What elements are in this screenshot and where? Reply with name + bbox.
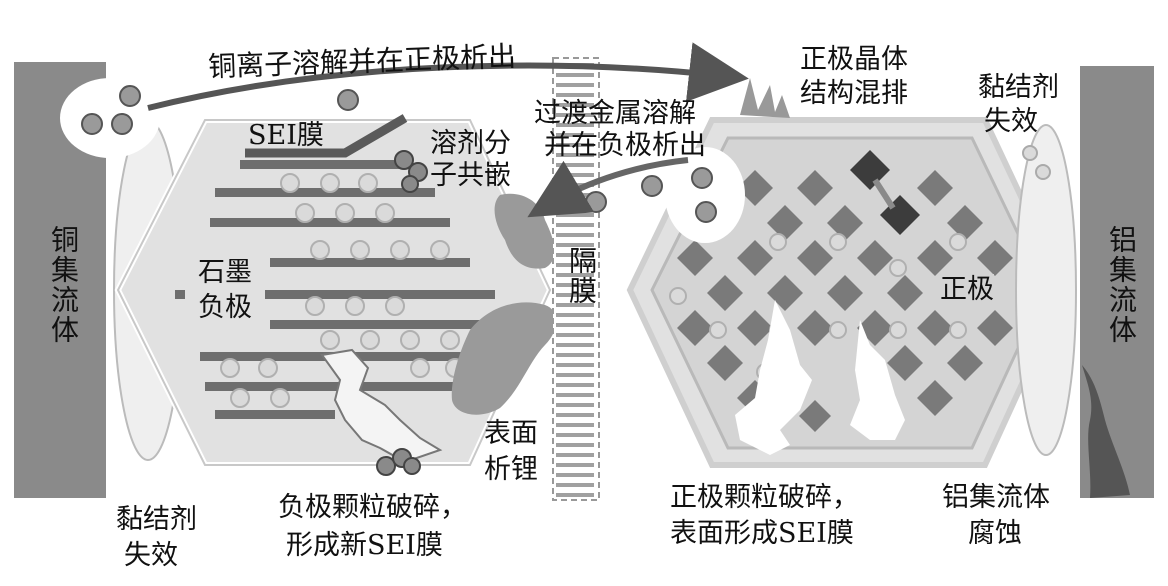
li-plating-label-2: 析锂 <box>484 454 538 486</box>
anode-crack-label-1: 负极颗粒破碎， <box>278 492 467 524</box>
tm-label-1: 过渡金属溶解 <box>534 98 696 130</box>
anode-crack-label-2: 形成新SEI膜 <box>286 530 443 562</box>
graphite-label-1: 石墨 <box>198 257 252 289</box>
separator-label: 隔膜 <box>561 246 601 306</box>
binder-left-label-2: 失效 <box>124 540 178 572</box>
tm-label-2: 并在负极析出 <box>544 130 706 162</box>
cathode-disorder-label-1: 正极晶体 <box>800 44 908 76</box>
binder-right-label-1: 黏结剂 <box>978 72 1059 104</box>
solvent-label-2: 子共嵌 <box>430 160 511 192</box>
al-corrosion-label-1: 铝集流体 <box>942 482 1050 514</box>
cathode-crack-label-2: 表面形成SEI膜 <box>670 518 854 550</box>
cathode-disorder-label-2: 结构混排 <box>800 78 908 110</box>
al-collector-label: 铝集流体 <box>1101 225 1141 345</box>
graphite-label-2: 负极 <box>198 292 252 324</box>
binder-right-label-2: 失效 <box>984 106 1038 138</box>
solvent-label-1: 溶剂分 <box>430 128 511 160</box>
binder-left-label-1: 黏结剂 <box>116 504 197 536</box>
al-corrosion-label-2: 腐蚀 <box>968 518 1022 550</box>
cathode-label: 正极 <box>940 274 994 306</box>
cu-ion-bubble <box>60 78 160 158</box>
cu-collector-label: 铜集流体 <box>43 225 83 345</box>
sei-film-label: SEI膜 <box>248 120 324 152</box>
li-plating-label-1: 表面 <box>484 418 538 450</box>
cathode-spikes <box>740 78 790 118</box>
cathode-crack-label-1: 正极颗粒破碎， <box>670 482 859 514</box>
